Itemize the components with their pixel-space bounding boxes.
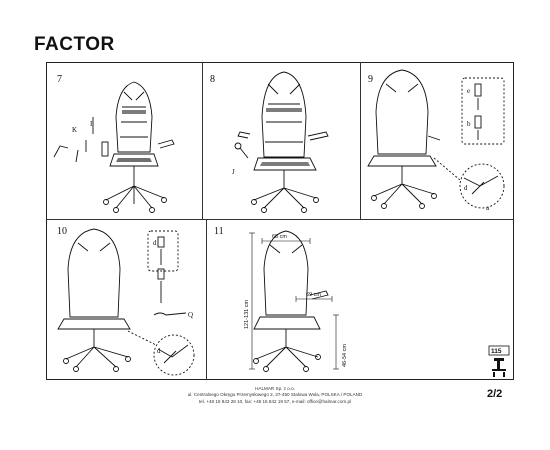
part-label-Q: Q (188, 311, 193, 319)
step-10-illustration: d Q d (57, 228, 195, 376)
part-label-J: J (232, 168, 235, 176)
step-7-illustration: K I (53, 81, 175, 213)
step-11-illustration: 68 cm 69 cm 121-131 cm 46-54 cm (244, 230, 348, 372)
dimension-width: 68 cm (272, 234, 287, 240)
allen-key-icon (53, 145, 69, 158)
page-number: 2/2 (487, 388, 503, 400)
part-label-I: I (90, 120, 93, 128)
company-footer: HALMAR Sp. z o.o. ul. Centralnego Okręgu… (150, 386, 400, 405)
step-number-9: 9 (368, 74, 373, 85)
weight-capacity-icon: 115 (488, 345, 510, 377)
step-number-11: 11 (214, 226, 224, 237)
row-divider (46, 219, 514, 220)
part-label-d: d (464, 184, 468, 192)
footer-contact: tel. +48 15 843 28 10, fax: +48 15 842 1… (198, 398, 352, 404)
column-divider-3 (206, 219, 207, 380)
step-number-10: 10 (57, 226, 67, 237)
step-number-7: 7 (57, 74, 62, 85)
footer-company: HALMAR Sp. z o.o. (255, 386, 295, 391)
dimension-seat-height: 46-54 cm (342, 344, 348, 367)
step-number-8: 8 (210, 74, 215, 85)
step-8-illustration: J (232, 71, 329, 213)
step-9-illustration: e b d a (367, 69, 505, 212)
part-label-d-detail: d (157, 347, 161, 355)
part-label-a: a (486, 204, 490, 212)
dimension-total-height: 121-131 cm (244, 300, 250, 329)
footer-address: ul. Centralnego Okręgu Przemysłowego 2, … (187, 392, 363, 398)
part-label-K: K (72, 126, 77, 134)
weight-capacity-label: 115 (491, 348, 502, 355)
part-label-b: b (467, 120, 471, 128)
instruction-frame (46, 62, 514, 380)
column-divider-2 (360, 62, 361, 219)
column-divider-1 (202, 62, 203, 219)
document-title: FACTOR (34, 34, 115, 55)
part-label-e: e (467, 87, 470, 95)
dimension-seat-width: 69 cm (306, 292, 321, 298)
part-label-d-top: d (153, 239, 157, 247)
